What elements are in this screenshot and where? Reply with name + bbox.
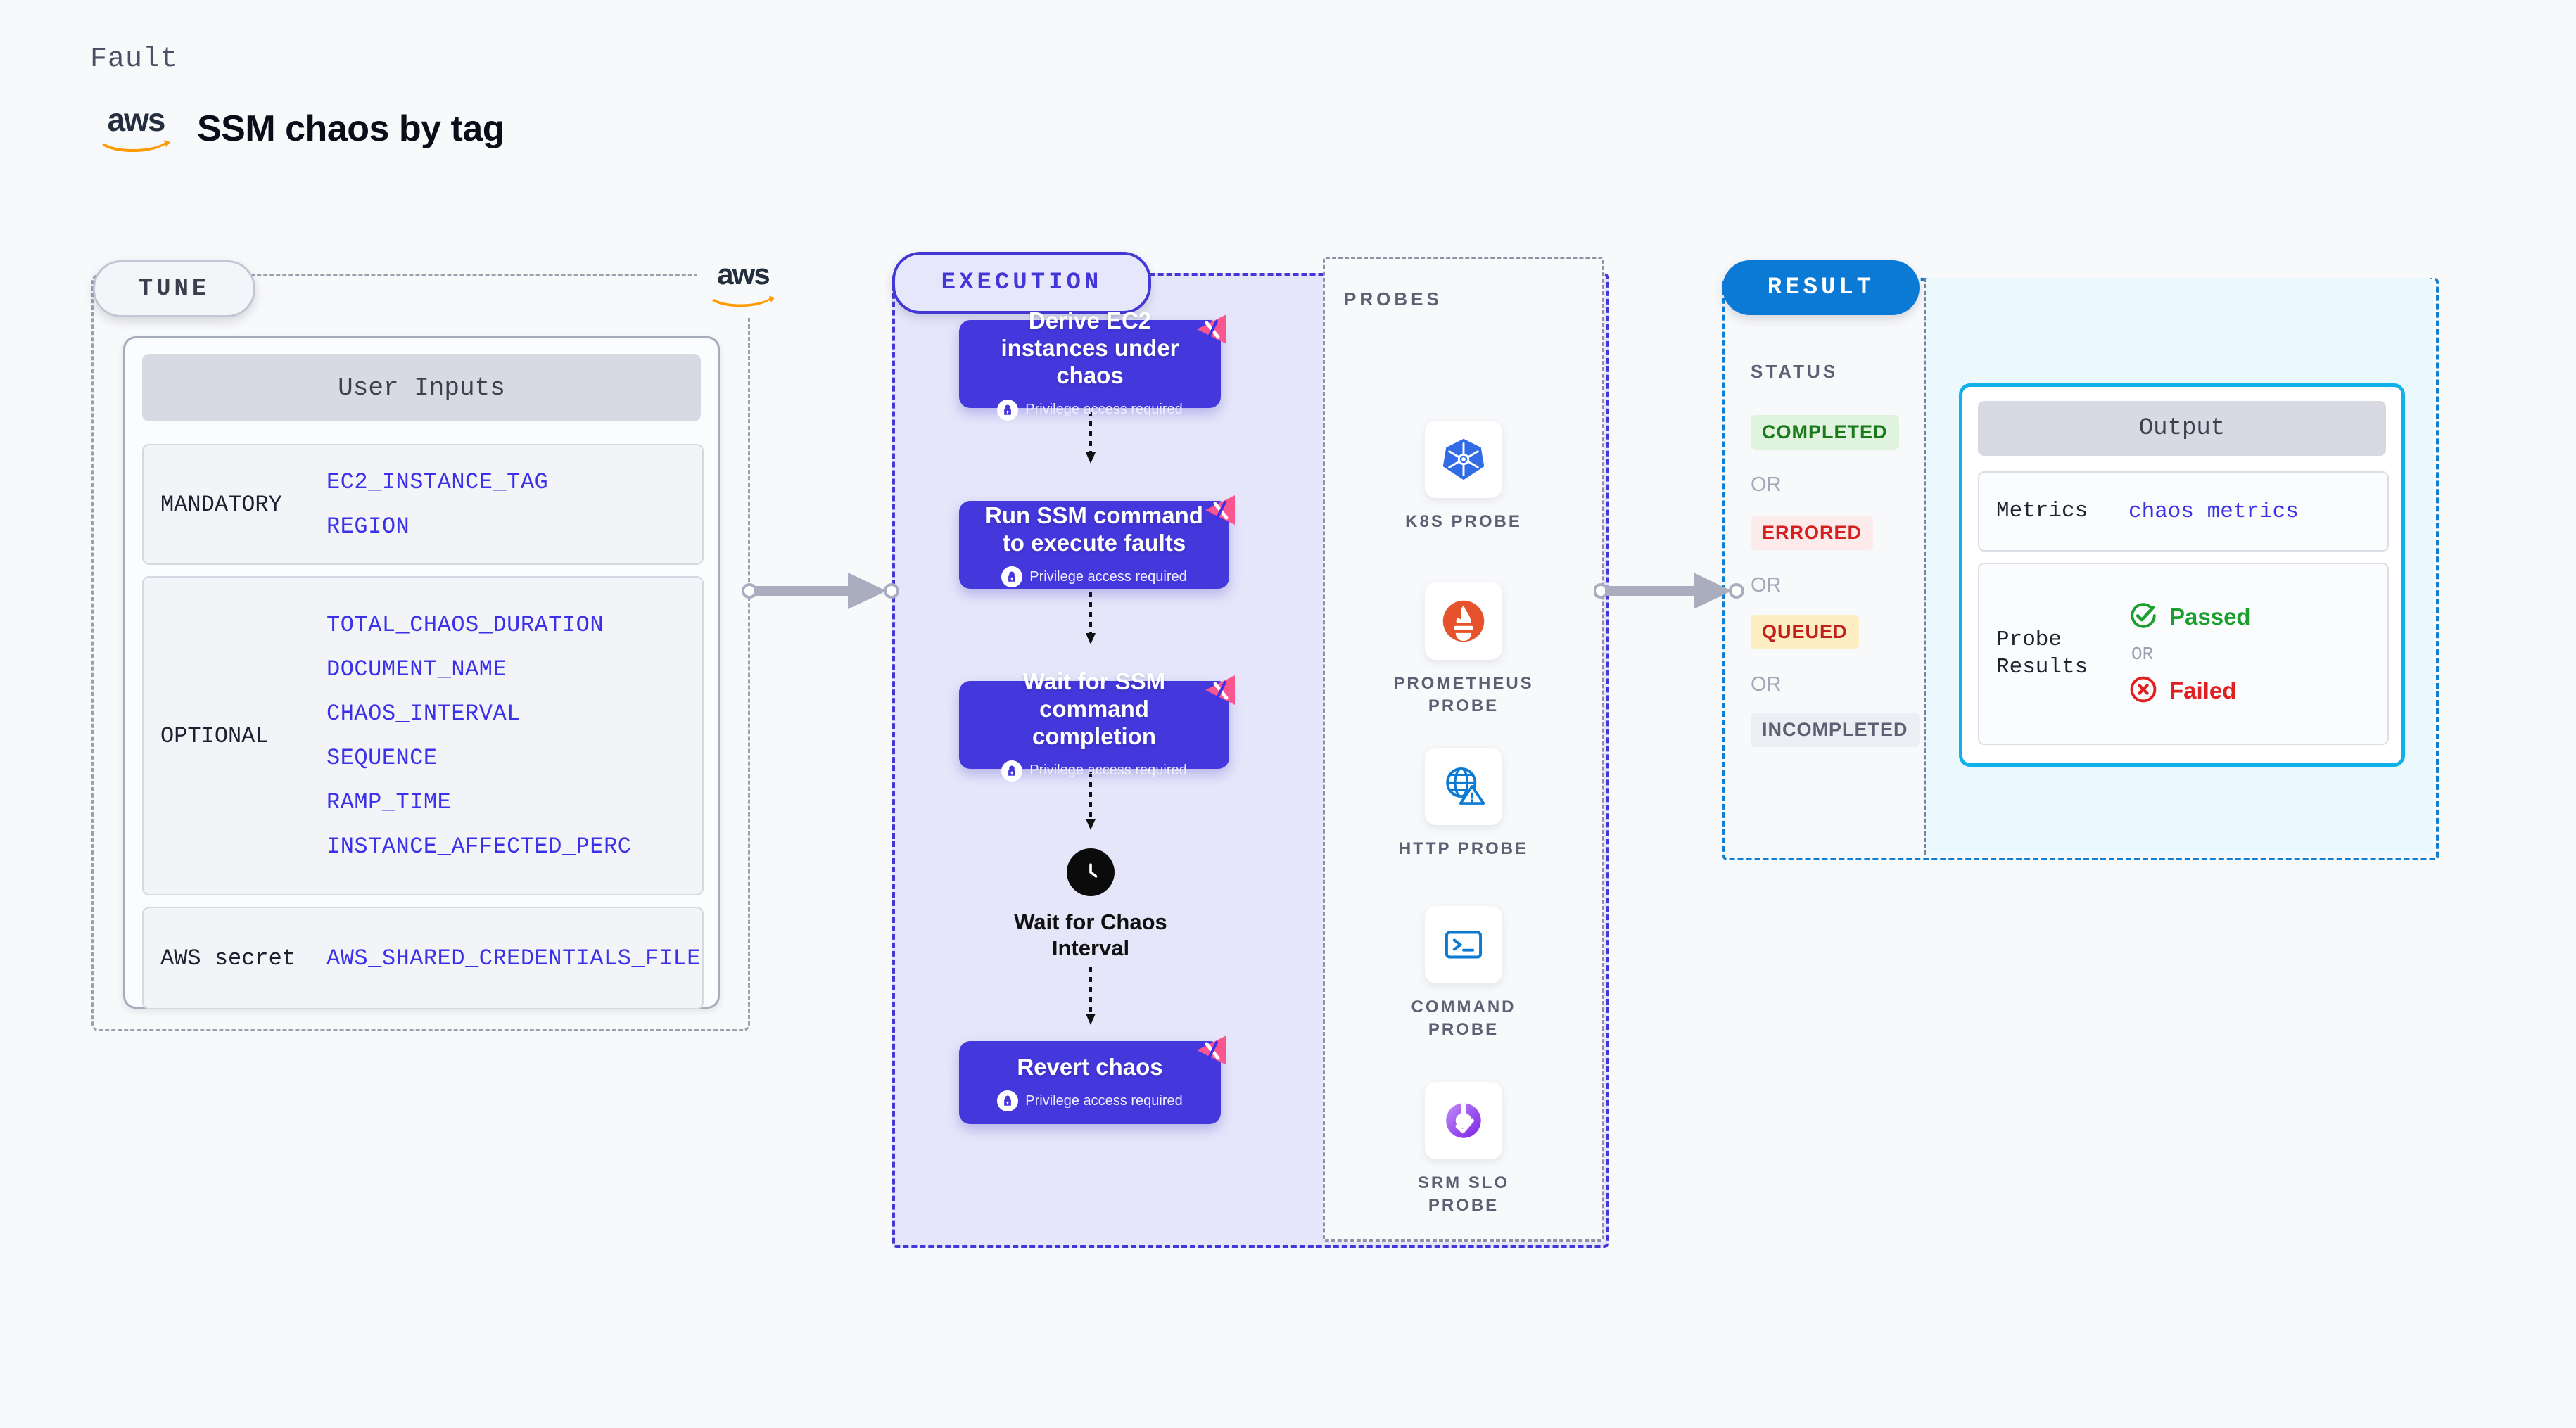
output-header: Output <box>1978 401 2386 456</box>
probe-label: K8S PROBE <box>1405 512 1522 531</box>
param-group-aws-secret: AWS secret AWS_SHARED_CREDENTIALS_FILE <box>142 907 704 1009</box>
output-row-probe-results: Probe Results Passed OR <box>1978 563 2389 745</box>
wait-clock-icon <box>1067 848 1115 896</box>
user-inputs-header: User Inputs <box>142 354 701 421</box>
privilege-note-text: Privilege access required <box>1025 402 1183 418</box>
execution-step-box[interactable]: Derive EC2 instances under chaos Privile… <box>959 307 1226 421</box>
param-item[interactable]: CHAOS_INTERVAL <box>326 701 521 727</box>
param-item[interactable]: REGION <box>326 514 410 540</box>
or-label: OR <box>1751 574 1782 597</box>
privilege-note-text: Privilege access required <box>1025 1092 1183 1109</box>
tune-panel <box>91 274 750 1031</box>
harness-chaos-badge-icon <box>1201 671 1239 709</box>
page-header: Fault aws SSM chaos by tag <box>90 44 505 154</box>
param-item[interactable]: DOCUMENT_NAME <box>326 656 507 682</box>
privilege-note: Privilege access required <box>1001 566 1187 588</box>
check-circle-icon <box>2128 601 2158 634</box>
group-label-optional: OPTIONAL <box>160 722 269 749</box>
probe-item-k8s[interactable]: K8S PROBE <box>1386 421 1541 533</box>
param-item[interactable]: RAMP_TIME <box>326 789 452 815</box>
group-label-mandatory: MANDATORY <box>160 491 282 518</box>
probe-item-prometheus[interactable]: PROMETHEUS PROBE <box>1386 582 1541 718</box>
lock-icon <box>997 399 1019 421</box>
lock-icon <box>997 1090 1019 1112</box>
flow-arrow <box>1086 967 1096 1025</box>
privilege-note: Privilege access required <box>1001 760 1187 782</box>
or-label: OR <box>1751 473 1782 496</box>
param-item[interactable]: TOTAL_CHAOS_DURATION <box>326 612 604 638</box>
param-item[interactable]: EC2_INSTANCE_TAG <box>326 469 549 495</box>
result-divider <box>1924 278 1926 855</box>
or-label: OR <box>2131 643 2154 665</box>
harness-chaos-badge-icon <box>1193 1031 1231 1069</box>
metrics-value[interactable]: chaos metrics <box>2128 499 2299 524</box>
probe-results-label: Probe Results <box>1996 627 2088 680</box>
privilege-note: Privilege access required <box>997 1090 1183 1112</box>
probe-result-passed: Passed <box>2128 601 2251 634</box>
harness-chaos-badge-icon <box>1193 310 1231 348</box>
http-globe-icon <box>1425 748 1502 825</box>
probe-item-srm-slo[interactable]: SRM SLO PROBE <box>1386 1082 1541 1218</box>
probe-label: HTTP PROBE <box>1398 839 1529 858</box>
x-circle-icon <box>2128 675 2158 708</box>
param-group-mandatory: MANDATORY EC2_INSTANCE_TAG REGION <box>142 444 704 565</box>
execution-step-title: Run SSM command to execute faults <box>985 502 1203 556</box>
execution-step-title: Revert chaos <box>1017 1053 1163 1080</box>
param-item[interactable]: SEQUENCE <box>326 745 438 771</box>
probe-label: SRM SLO PROBE <box>1417 1173 1510 1216</box>
probe-label: PROMETHEUS PROBE <box>1393 674 1534 716</box>
prometheus-icon <box>1425 582 1502 660</box>
flow-arrow <box>1086 592 1096 644</box>
execution-tab[interactable]: EXECUTION <box>892 252 1151 314</box>
output-card: Output Metrics chaos metrics Probe Resul… <box>1959 383 2405 767</box>
param-group-optional: OPTIONAL TOTAL_CHAOS_DURATION DOCUMENT_N… <box>142 576 704 895</box>
fault-kicker: Fault <box>90 44 179 75</box>
lock-icon <box>1001 760 1023 782</box>
kubernetes-icon <box>1425 421 1502 498</box>
param-item[interactable]: AWS_SHARED_CREDENTIALS_FILE <box>326 945 701 971</box>
status-badge-errored: ERRORED <box>1751 516 1874 550</box>
passed-label: Passed <box>2169 604 2251 630</box>
status-title: STATUS <box>1751 361 1839 382</box>
status-badge-queued: QUEUED <box>1751 615 1859 649</box>
harness-chaos-badge-icon <box>1201 491 1239 529</box>
metrics-label: Metrics <box>1996 498 2088 523</box>
user-inputs-card: User Inputs MANDATORY EC2_INSTANCE_TAG R… <box>123 336 720 1009</box>
probes-title: PROBES <box>1344 288 1442 310</box>
page-title: SSM chaos by tag <box>197 108 505 149</box>
privilege-note: Privilege access required <box>997 399 1183 421</box>
status-badge-incompleted: INCOMPLETED <box>1751 713 1920 747</box>
flow-arrow <box>1086 772 1096 830</box>
failed-label: Failed <box>2169 677 2237 703</box>
probe-result-failed: Failed <box>2128 675 2251 708</box>
privilege-note-text: Privilege access required <box>1029 763 1187 779</box>
probe-label: COMMAND PROBE <box>1411 997 1516 1040</box>
slo-donut-icon <box>1425 1082 1502 1159</box>
execution-step-box[interactable]: Wait for SSM command completion Privileg… <box>959 668 1235 782</box>
group-label-aws-secret: AWS secret <box>160 945 296 971</box>
title-row: aws SSM chaos by tag <box>90 103 505 154</box>
status-badge-completed: COMPLETED <box>1751 415 1899 450</box>
execution-step-title: Wait for SSM command completion <box>1022 668 1166 749</box>
connector-execution-to-result <box>1594 573 1744 609</box>
param-item[interactable]: INSTANCE_AFFECTED_PERC <box>326 834 632 860</box>
or-label: OR <box>1751 673 1782 696</box>
tune-tab[interactable]: TUNE <box>93 260 255 317</box>
probe-item-command[interactable]: COMMAND PROBE <box>1386 906 1541 1042</box>
flow-arrow <box>1086 412 1096 464</box>
tune-aws-logo-icon: aws <box>697 250 788 317</box>
probe-item-http[interactable]: HTTP PROBE <box>1386 748 1541 860</box>
output-row-metrics: Metrics chaos metrics <box>1978 471 2389 552</box>
lock-icon <box>1001 566 1023 588</box>
wait-node-label: Wait for Chaos Interval <box>1014 910 1167 961</box>
execution-step-box[interactable]: Run SSM command to execute faults Privil… <box>959 495 1235 589</box>
result-tab[interactable]: RESULT <box>1722 260 1920 315</box>
connector-tune-to-execution <box>742 573 899 609</box>
aws-logo-icon: aws <box>90 103 182 154</box>
privilege-note-text: Privilege access required <box>1029 568 1187 585</box>
execution-step-box[interactable]: Revert chaos Privilege access required <box>959 1035 1226 1124</box>
terminal-icon <box>1425 906 1502 983</box>
execution-step-title: Derive EC2 instances under chaos <box>1001 307 1179 388</box>
